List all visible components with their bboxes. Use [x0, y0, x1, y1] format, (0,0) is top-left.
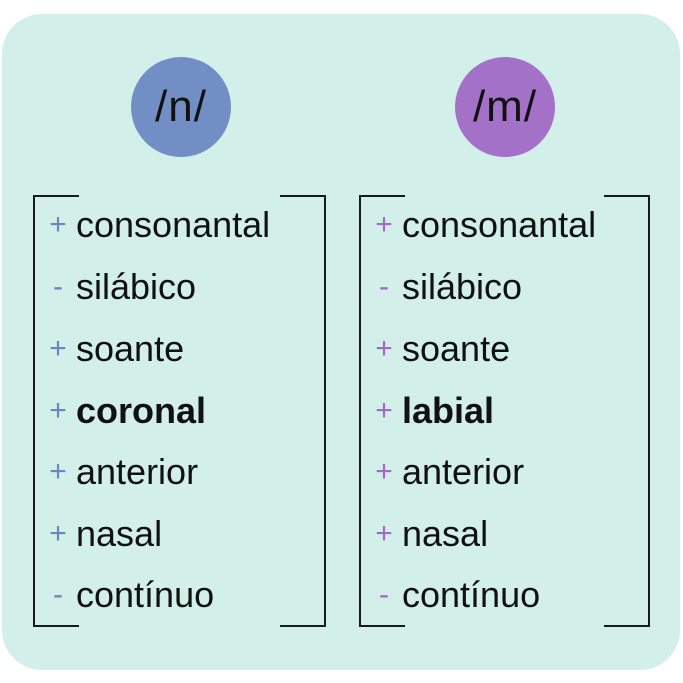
feature-row: + anterior — [40, 441, 198, 503]
feature-row: + coronal — [40, 380, 206, 442]
phoneme-m-circle: /m/ — [455, 57, 555, 157]
feature-sign: - — [53, 270, 63, 303]
feature-name: silábico — [402, 266, 523, 307]
feature-row: + labial — [366, 380, 494, 442]
feature-sign: + — [49, 455, 67, 488]
phoneme-n-circle: /n/ — [131, 57, 231, 157]
feature-name: soante — [76, 328, 185, 369]
feature-row: - silábico — [366, 256, 522, 318]
feature-name-highlighted: labial — [402, 390, 495, 431]
feature-name: soante — [402, 328, 511, 369]
feature-name: contínuo — [402, 574, 541, 615]
feature-sign: - — [53, 578, 63, 611]
feature-name: anterior — [402, 451, 525, 492]
feature-sign: + — [49, 394, 67, 427]
feature-name: consonantal — [76, 204, 271, 245]
feature-row: + anterior — [366, 441, 524, 503]
feature-name-highlighted: coronal — [76, 390, 207, 431]
feature-sign: - — [379, 270, 389, 303]
feature-sign: + — [375, 208, 393, 241]
feature-row: + soante — [40, 318, 184, 380]
feature-name: silábico — [76, 266, 197, 307]
feature-sign: - — [379, 578, 389, 611]
feature-name: nasal — [402, 513, 489, 554]
feature-row: + nasal — [366, 503, 488, 565]
feature-sign: + — [375, 455, 393, 488]
phoneme-n-label: /n/ — [155, 82, 207, 131]
feature-sign: + — [49, 208, 67, 241]
feature-name: consonantal — [402, 204, 597, 245]
feature-sign: + — [375, 517, 393, 550]
feature-name: contínuo — [76, 574, 215, 615]
feature-sign: + — [49, 517, 67, 550]
feature-row: - contínuo — [366, 564, 540, 626]
feature-sign: + — [375, 394, 393, 427]
feature-row: + consonantal — [366, 194, 596, 256]
feature-row: - silábico — [40, 256, 196, 318]
feature-row: - contínuo — [40, 564, 214, 626]
diagram-card — [2, 14, 680, 670]
feature-sign: + — [49, 332, 67, 365]
feature-row: + nasal — [40, 503, 162, 565]
phoneme-m-label: /m/ — [472, 82, 538, 131]
feature-name: nasal — [76, 513, 163, 554]
feature-sign: + — [375, 332, 393, 365]
feature-row: + soante — [366, 318, 510, 380]
feature-row: + consonantal — [40, 194, 270, 256]
feature-name: anterior — [76, 451, 199, 492]
